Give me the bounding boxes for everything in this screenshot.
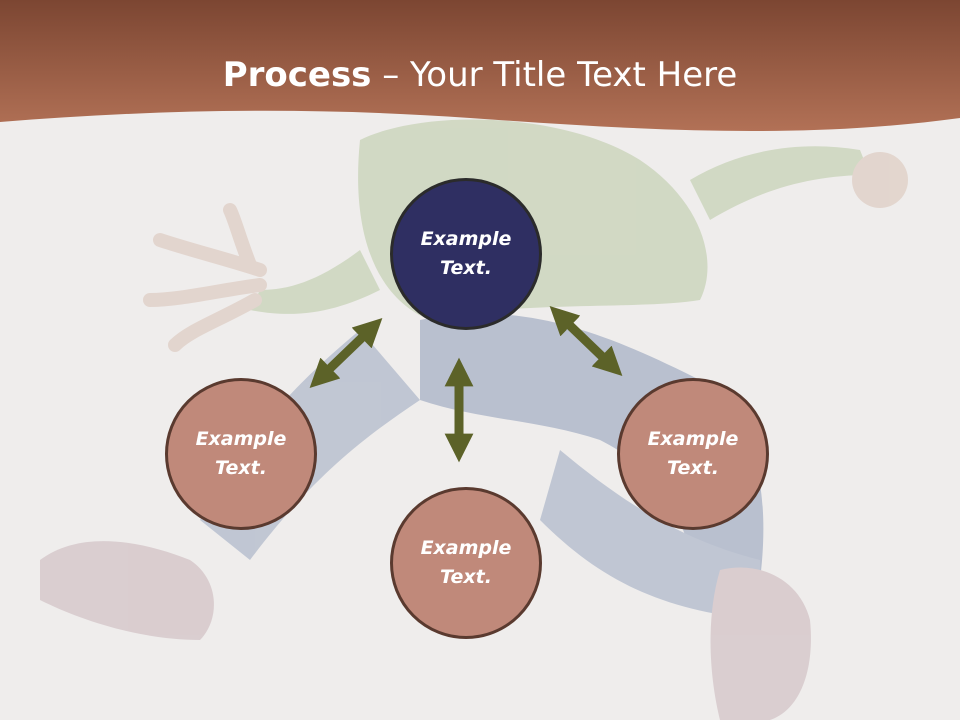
node-bottom-line2: Text. bbox=[440, 566, 492, 588]
node-bottom-line1: Example bbox=[420, 537, 512, 559]
node-right-line1: Example bbox=[647, 428, 739, 450]
arrow-top-right bbox=[549, 306, 623, 376]
slide-title: Process – Your Title Text Here bbox=[0, 52, 960, 98]
header-band bbox=[0, 0, 960, 132]
node-left: Example Text. bbox=[165, 378, 317, 530]
node-bottom: Example Text. bbox=[390, 487, 542, 639]
node-top-line2: Text. bbox=[440, 257, 492, 279]
arrow-top-left bbox=[309, 318, 383, 388]
node-left-line2: Text. bbox=[215, 457, 267, 479]
node-right: Example Text. bbox=[617, 378, 769, 530]
node-top: Example Text. bbox=[390, 178, 542, 330]
node-right-line2: Text. bbox=[667, 457, 719, 479]
title-bold-part: Process bbox=[222, 55, 372, 95]
title-rest-part: – Your Title Text Here bbox=[371, 55, 738, 95]
node-left-line1: Example bbox=[195, 428, 287, 450]
node-top-line1: Example bbox=[420, 228, 512, 250]
